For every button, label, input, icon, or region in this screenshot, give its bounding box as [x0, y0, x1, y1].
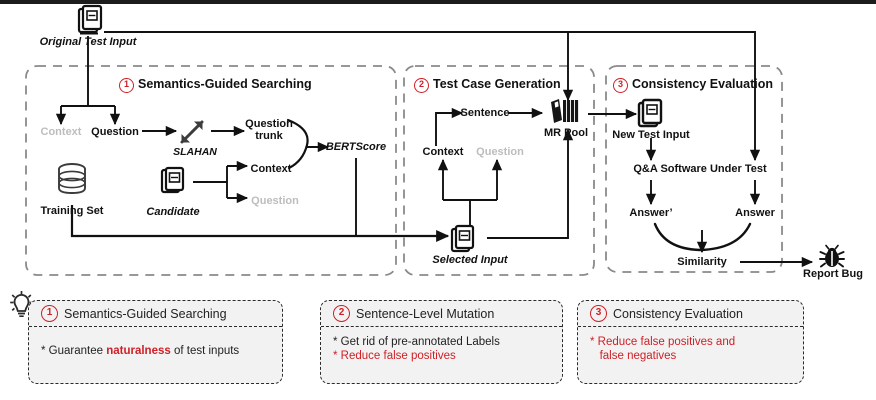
- bertscore-label: BERTScore: [325, 141, 387, 153]
- answer-prime-label: Answer’: [629, 207, 673, 219]
- document-icon-newtest: [637, 98, 663, 128]
- sentence-label: Sentence: [460, 107, 510, 119]
- stage1-question-input-label: Question: [91, 126, 139, 138]
- answers-merge-arc: [653, 222, 752, 252]
- summary-card-1-title: Semantics-Guided Searching: [64, 306, 227, 321]
- summary-card-1-body: * Guarantee naturalness of test inputs: [29, 327, 282, 362]
- summary-card-2-line-1: * Get rid of pre-annotated Labels: [333, 336, 500, 348]
- answer-label: Answer: [735, 207, 775, 219]
- stage1-context-input-label: Context: [40, 126, 82, 138]
- summary-card-3-line-1: * Reduce false positives and: [590, 336, 736, 348]
- summary-number-1: 1: [41, 305, 58, 322]
- shrink-arrows-icon: [180, 120, 204, 144]
- stage2-question-grey-label: Question: [476, 146, 524, 158]
- bug-icon: [819, 244, 845, 268]
- highlight-naturalness: naturalness: [106, 345, 171, 357]
- stage-number-2: 2: [414, 78, 429, 93]
- summary-card-3-body: * Reduce false positives and false negat…: [578, 327, 803, 367]
- stage1-question-grey-label: Question: [251, 195, 299, 207]
- context2-to-sentence: [435, 107, 464, 146]
- summary-card-2-title: Sentence-Level Mutation: [356, 306, 495, 321]
- summary-card-1[interactable]: 1 Semantics-Guided Searching * Guarantee…: [28, 300, 283, 384]
- report-bug-label: Report Bug: [803, 268, 863, 280]
- document-icon-selected: [450, 224, 475, 253]
- database-icon: [58, 163, 86, 194]
- stage2-context-label: Context: [422, 146, 464, 158]
- question-trunk-label: Question trunk: [245, 118, 293, 142]
- stage1-context-output-label: Context: [250, 163, 292, 175]
- new-test-input-label: New Test Input: [612, 129, 690, 141]
- summary-card-2[interactable]: 2 Sentence-Level Mutation * Get rid of p…: [320, 300, 563, 384]
- summary-card-2-line-2: * Reduce false positives: [333, 350, 456, 362]
- summary-card-1-line-1: * Guarantee naturalness of test inputs: [41, 345, 240, 357]
- summary-number-3: 3: [590, 305, 607, 322]
- summary-card-3[interactable]: 3 Consistency Evaluation * Reduce false …: [577, 300, 804, 384]
- slahan-label: SLAHAN: [173, 146, 217, 158]
- software-under-test-label: Q&A Software Under Test: [633, 163, 767, 175]
- summary-card-3-header: 3 Consistency Evaluation: [578, 301, 803, 327]
- window-top-bar: [0, 0, 876, 4]
- training-set-bus: [70, 205, 450, 242]
- stage2-box: [403, 65, 595, 276]
- book-stack-icon: [551, 99, 579, 123]
- similarity-label: Similarity: [677, 256, 727, 268]
- document-icon-candidate: [160, 166, 185, 194]
- summary-card-1-header: 1 Semantics-Guided Searching: [29, 301, 282, 327]
- stage-number-3: 3: [613, 78, 628, 93]
- selected-input-label: Selected Input: [432, 254, 508, 266]
- summary-number-2: 2: [333, 305, 350, 322]
- document-icon-original: [77, 4, 103, 35]
- summary-card-2-body: * Get rid of pre-annotated Labels * Redu…: [321, 327, 562, 367]
- summary-card-3-line-2: false negatives: [590, 350, 677, 362]
- mr-pool-label: MR Pool: [544, 127, 588, 139]
- summary-card-3-title: Consistency Evaluation: [613, 306, 743, 321]
- stage1-box: [25, 65, 397, 276]
- original-test-input-label: Original Test Input: [39, 36, 137, 48]
- stage-number-1: 1: [119, 78, 134, 93]
- summary-card-2-header: 2 Sentence-Level Mutation: [321, 301, 562, 327]
- candidate-label: Candidate: [146, 206, 200, 218]
- training-set-label: Training Set: [40, 205, 104, 217]
